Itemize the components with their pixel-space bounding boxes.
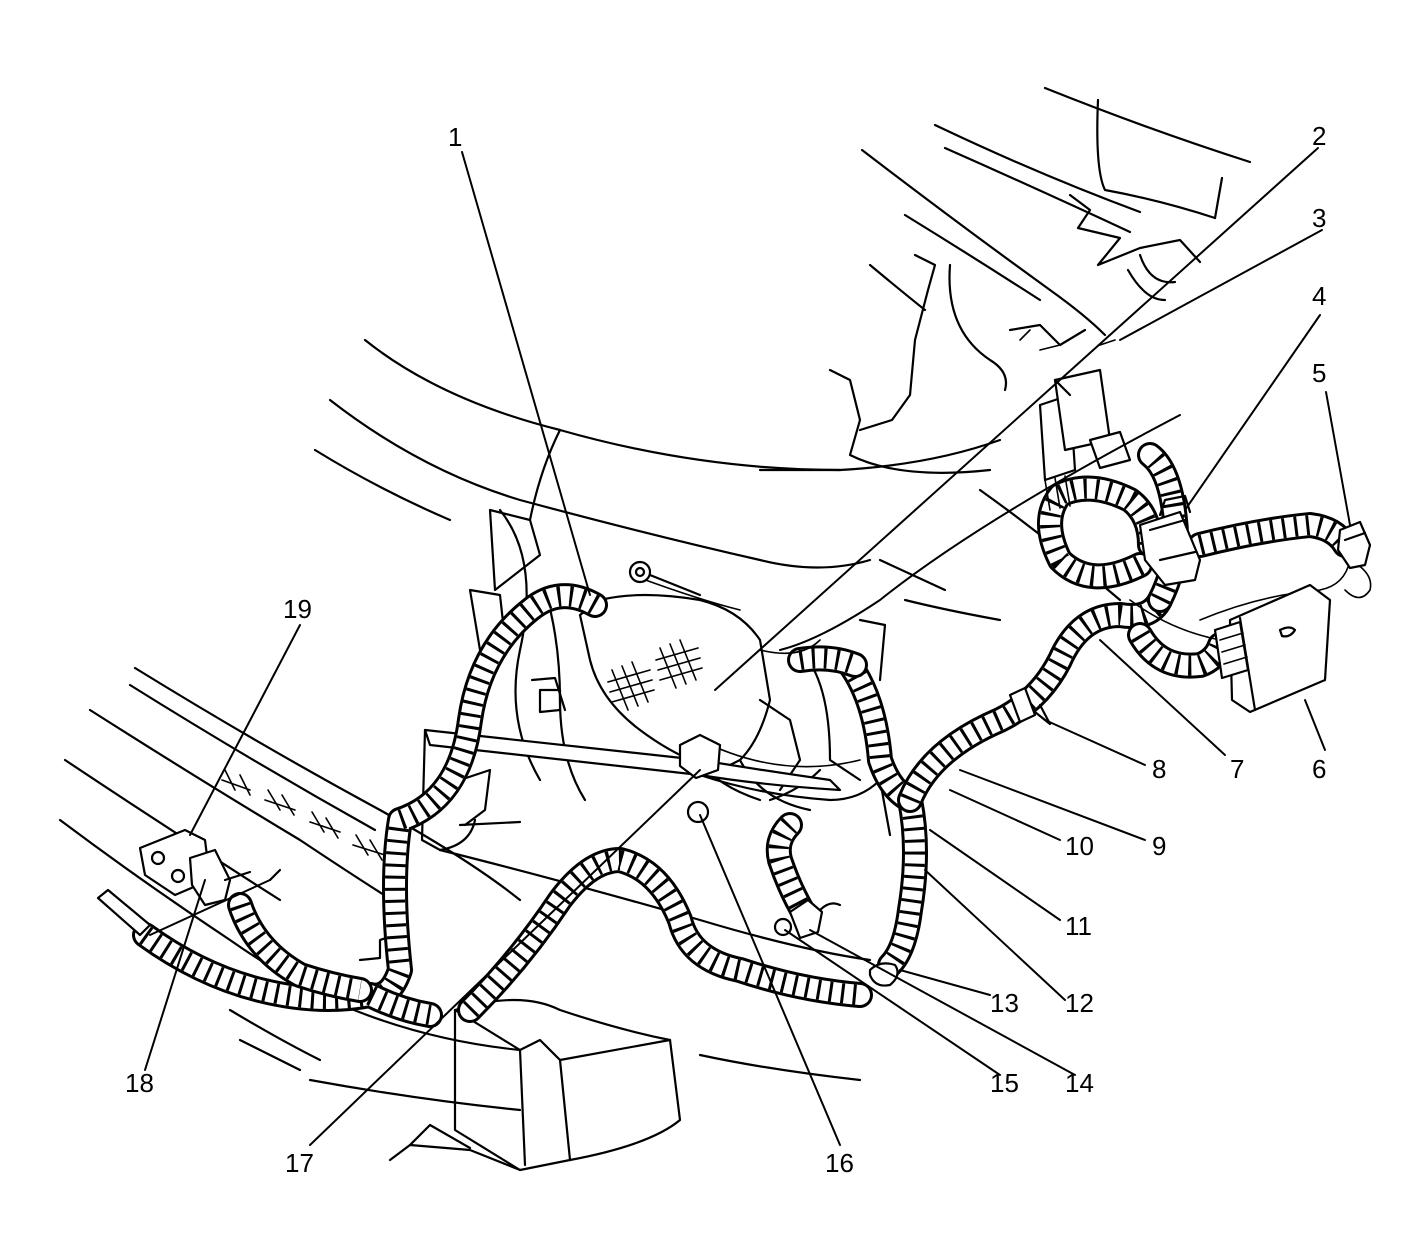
module-6: [1213, 583, 1332, 714]
callout-18: 18: [125, 1068, 154, 1098]
callout-11: 11: [1065, 911, 1092, 941]
left-panel-lines: [58, 666, 862, 1112]
callout-1: 1: [448, 122, 462, 152]
callout-15: 15: [990, 1068, 1019, 1098]
callout-labels: 1 2 3 4 5 6 7 8 9 10 11 12 13 14 15 16 1…: [125, 121, 1326, 1178]
callout-10: 10: [1065, 831, 1094, 861]
callout-4: 4: [1312, 281, 1326, 311]
leader-lines: [144, 147, 1351, 1146]
callout-9: 9: [1152, 831, 1166, 861]
callout-7: 7: [1230, 754, 1244, 784]
callout-6: 6: [1312, 754, 1326, 784]
callout-5: 5: [1312, 358, 1326, 388]
lower-module: [388, 998, 682, 1172]
mounting-plate: [420, 728, 892, 962]
callout-8: 8: [1152, 754, 1166, 784]
callout-12: 12: [1065, 988, 1094, 1018]
callout-19: 19: [283, 594, 312, 624]
sensor-15: [773, 898, 842, 940]
callout-14: 14: [1065, 1068, 1094, 1098]
ground-eyelet: [628, 560, 702, 597]
harness-clip-8: [1008, 686, 1052, 726]
stud-row: [221, 769, 405, 879]
connector-5: [1336, 520, 1372, 570]
callout-13: 13: [990, 988, 1019, 1018]
harness-end-left: [96, 888, 152, 937]
connector-19-bracket: [138, 828, 282, 907]
panel-hatching: [607, 639, 703, 711]
firewall-bracket: [468, 508, 887, 812]
body-panel-lines: [313, 86, 1252, 622]
connector-4: [1138, 494, 1202, 587]
grommet-13: [868, 962, 899, 987]
callout-2: 2: [1312, 121, 1326, 151]
callout-16: 16: [825, 1148, 854, 1178]
connector-17: [678, 733, 722, 824]
callout-17: 17: [285, 1148, 314, 1178]
callout-3: 3: [1312, 203, 1326, 233]
